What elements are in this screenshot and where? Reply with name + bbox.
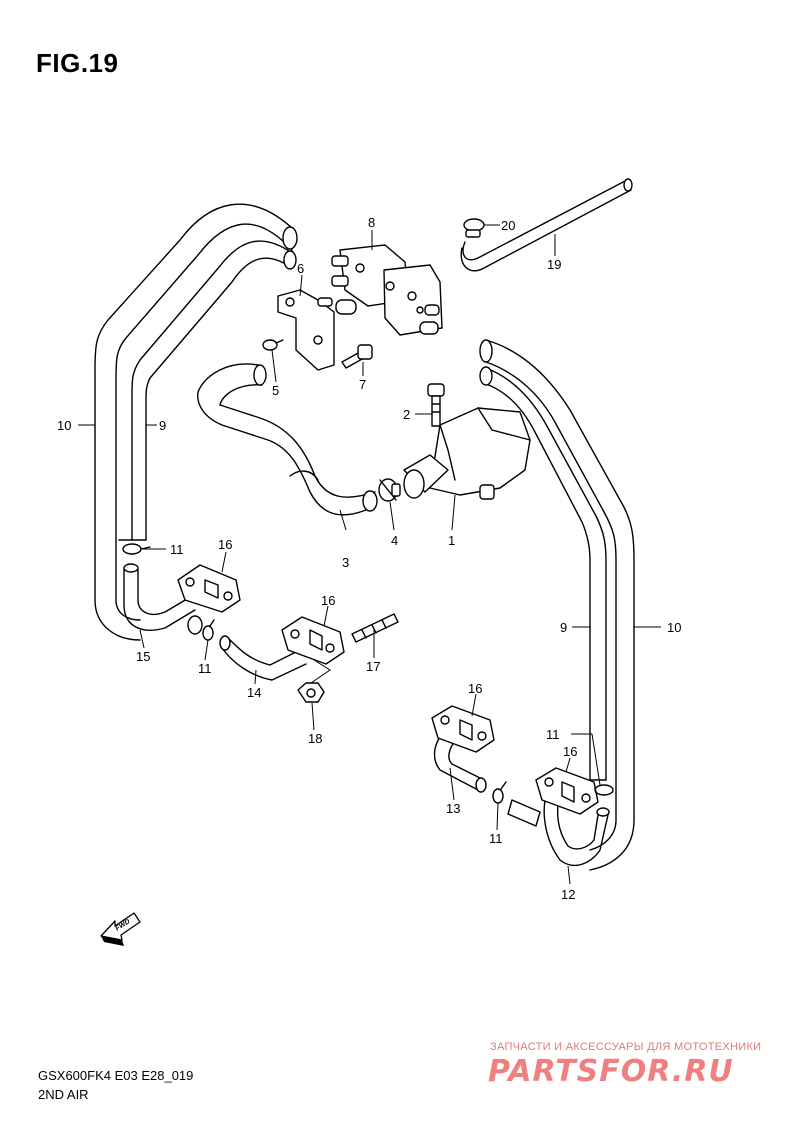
- hose-9-left: [118, 240, 297, 541]
- part-7-bolt: [341, 344, 373, 369]
- watermark-logo: PARTSFOR.RU: [488, 1054, 734, 1089]
- part-1-case: [403, 407, 531, 500]
- hose-9-left-end: [283, 250, 297, 270]
- part-11-clamp-c: [492, 781, 507, 804]
- callout-12: 12: [561, 887, 576, 902]
- part-17-stud: [351, 613, 399, 643]
- callout-5: 5: [272, 383, 280, 398]
- model-code: GSX600FK4 E03 E28_019: [38, 1068, 194, 1083]
- part-20-clip: [463, 218, 485, 238]
- callout-16-d: 16: [563, 744, 578, 759]
- part-16-gasket-c: [431, 705, 495, 753]
- callout-10-left: 10: [57, 418, 72, 433]
- hose-10-right: [479, 339, 635, 871]
- callout-16-a: 16: [218, 537, 233, 552]
- part-4-clamp: [378, 478, 401, 502]
- watermark-tagline: ЗАПЧАСТИ И АКСЕССУАРЫ ДЛЯ МОТОТЕХНИКИ: [490, 1041, 762, 1053]
- callout-16-c: 16: [468, 681, 483, 696]
- part-16-gasket-a: [177, 564, 241, 613]
- part-11-clamp-d: [594, 784, 614, 796]
- callout-11-c: 11: [489, 831, 503, 846]
- part-11-clamp-b: [202, 619, 215, 641]
- callout-2: 2: [403, 407, 411, 422]
- callout-11-a: 11: [170, 542, 184, 557]
- part-16-gasket-d: [507, 767, 599, 827]
- callout-1: 1: [448, 533, 456, 548]
- callout-3: 3: [342, 555, 350, 570]
- callout-15: 15: [136, 649, 151, 664]
- callout-19: 19: [547, 257, 562, 272]
- leader-lines: [78, 224, 661, 885]
- part-3-hose: [197, 363, 378, 516]
- callout-17: 17: [366, 659, 381, 674]
- part-14-pipe: [219, 635, 307, 681]
- fwd-arrow-icon: FWD: [100, 912, 141, 946]
- callout-9-left: 9: [159, 418, 167, 433]
- part-2-bolt: [427, 383, 445, 427]
- figure-title: FIG.19: [36, 48, 119, 78]
- part-16-gasket-b: [281, 616, 345, 665]
- callout-18: 18: [308, 731, 323, 746]
- part-19-hose: [460, 178, 633, 272]
- part-15-pipe: [123, 563, 203, 635]
- part-12-pipe: [543, 789, 610, 866]
- callout-7: 7: [359, 377, 367, 392]
- callout-6: 6: [297, 261, 305, 276]
- callout-11-d: 11: [546, 727, 560, 742]
- callout-10-right: 10: [667, 620, 682, 635]
- part-5-clamp: [262, 339, 284, 351]
- part-8-reed-valve: [331, 244, 443, 336]
- hose-10-left-end: [282, 226, 298, 250]
- callout-9-right: 9: [560, 620, 568, 635]
- hose-9-right: [479, 366, 607, 781]
- callout-16-b: 16: [321, 593, 336, 608]
- callout-14: 14: [247, 685, 262, 700]
- callout-4: 4: [391, 533, 399, 548]
- callout-8: 8: [368, 215, 376, 230]
- part-6-bracket: [277, 289, 335, 371]
- diagram-name: 2ND AIR: [38, 1087, 89, 1102]
- hose-10-left: [94, 203, 298, 641]
- callout-11-b: 11: [198, 661, 212, 676]
- callout-20: 20: [501, 218, 516, 233]
- part-18-nut: [297, 659, 331, 703]
- callout-13: 13: [446, 801, 461, 816]
